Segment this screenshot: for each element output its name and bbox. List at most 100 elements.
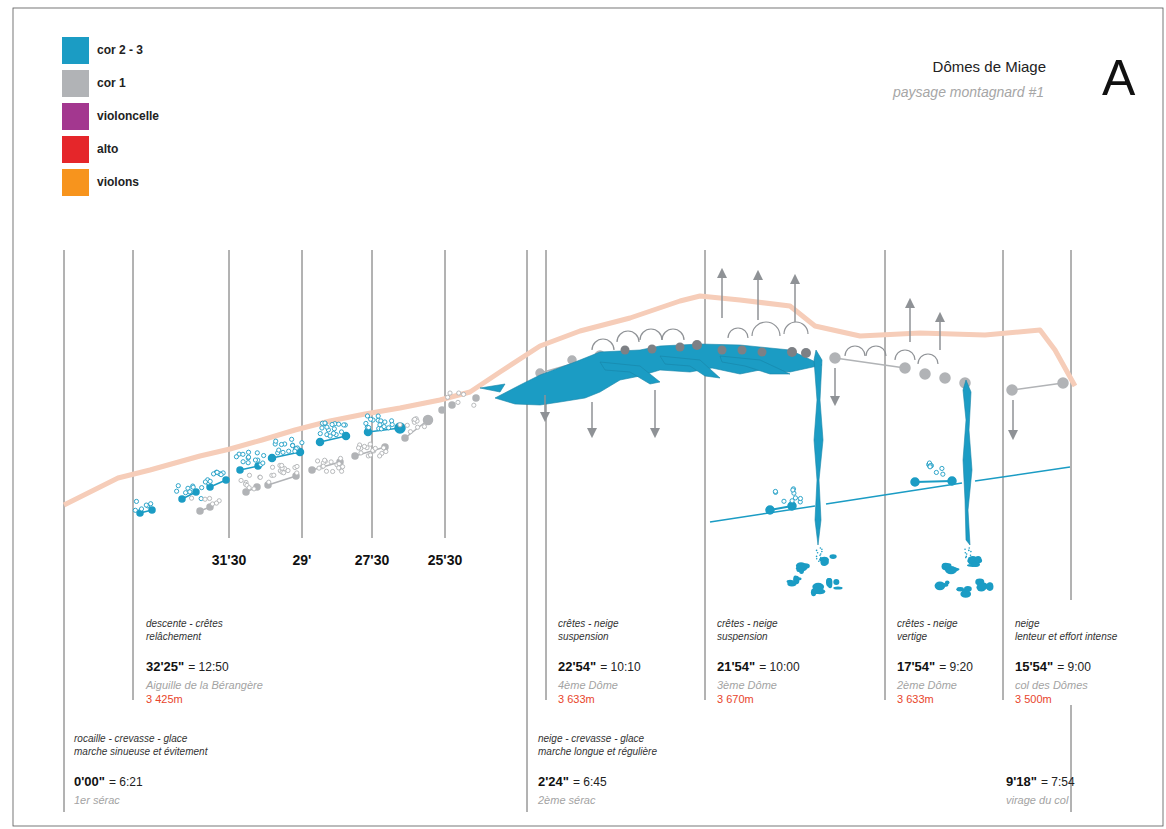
place-name: 1er sérac bbox=[74, 794, 120, 807]
time-tick: 27'30 bbox=[355, 552, 389, 568]
place-name: 2ème Dôme bbox=[897, 679, 957, 692]
note-circle bbox=[241, 460, 245, 464]
note-circle bbox=[318, 431, 322, 435]
note-circle bbox=[773, 489, 777, 493]
note-circle bbox=[262, 453, 266, 457]
clock-time: = 9:20 bbox=[939, 661, 973, 675]
note-circle bbox=[408, 430, 412, 434]
terrain-note: descente - crêtes bbox=[146, 618, 223, 630]
note-circle bbox=[332, 427, 336, 431]
note-circle bbox=[272, 473, 276, 477]
note-circle bbox=[782, 499, 786, 503]
note-circle bbox=[338, 456, 342, 460]
splash-blob bbox=[833, 586, 842, 589]
note-circle bbox=[368, 453, 372, 457]
splash-dot bbox=[817, 552, 819, 554]
note-circle bbox=[382, 425, 386, 429]
note-circle bbox=[798, 496, 802, 500]
note-circle bbox=[246, 461, 250, 465]
note-circle bbox=[337, 422, 341, 426]
note-circle bbox=[320, 426, 324, 430]
altitude: 3 500m bbox=[1015, 693, 1052, 706]
splash-blob bbox=[820, 559, 827, 566]
splash-dot bbox=[820, 557, 822, 559]
altitude: 3 425m bbox=[146, 693, 183, 706]
elapsed-time: 32'25" bbox=[146, 660, 184, 675]
note-circle bbox=[258, 475, 262, 479]
terrain-note: rocaille - crevasse - glace bbox=[74, 733, 187, 745]
note-circle bbox=[324, 469, 328, 473]
splash-dot bbox=[965, 557, 967, 559]
legend-swatch bbox=[62, 169, 89, 196]
time-tick: 31'30 bbox=[212, 552, 246, 568]
splash-dot bbox=[967, 560, 969, 562]
note-circle bbox=[367, 425, 371, 429]
note-circle bbox=[203, 497, 207, 501]
note-circle bbox=[277, 448, 281, 452]
note-circle bbox=[405, 423, 409, 427]
note-circle bbox=[791, 488, 795, 492]
note-circle bbox=[446, 395, 450, 399]
note-circle bbox=[448, 391, 452, 395]
note-circle bbox=[295, 471, 299, 475]
note-circle bbox=[175, 489, 179, 493]
note-clusters bbox=[133, 391, 945, 512]
clock-time: = 6:45 bbox=[573, 776, 607, 790]
mood-note: relâchement bbox=[146, 631, 201, 643]
mood-note: suspension bbox=[717, 631, 768, 643]
note-circle bbox=[383, 420, 387, 424]
phrase-arcs bbox=[592, 322, 938, 364]
splash-blob bbox=[971, 562, 979, 567]
note-circle bbox=[188, 490, 192, 494]
place-name: col des Dômes bbox=[1015, 679, 1088, 692]
note-circle bbox=[287, 449, 291, 453]
splash-dot bbox=[970, 554, 972, 556]
note-circle bbox=[382, 446, 386, 450]
time-tick: 25'30 bbox=[428, 552, 462, 568]
note-circle bbox=[295, 464, 299, 468]
elapsed-time: 2'24" bbox=[538, 775, 569, 790]
splash-dot bbox=[816, 550, 818, 552]
note-circle bbox=[183, 491, 187, 495]
note-circle bbox=[215, 470, 219, 474]
terrain-note: crêtes - neige bbox=[897, 618, 958, 630]
note-circle bbox=[252, 487, 256, 491]
note-circle bbox=[342, 423, 346, 427]
note-circle bbox=[934, 470, 938, 474]
note-circle bbox=[398, 423, 402, 427]
place-name: 2ème sérac bbox=[538, 794, 595, 807]
note-circle bbox=[267, 480, 271, 484]
note-circle bbox=[456, 400, 460, 404]
note-circle bbox=[472, 403, 476, 407]
splash-dot bbox=[970, 551, 972, 553]
note-circle bbox=[210, 502, 214, 506]
note-circle bbox=[329, 460, 333, 464]
note-circle bbox=[261, 461, 265, 465]
note-circle bbox=[203, 480, 207, 484]
splash-dot bbox=[821, 551, 823, 553]
clock-time: = 10:00 bbox=[759, 661, 799, 675]
note-circle bbox=[368, 442, 372, 446]
splash-dot bbox=[966, 553, 968, 555]
melody-dots bbox=[621, 340, 812, 358]
splash-dot bbox=[968, 550, 970, 552]
note-circle bbox=[274, 439, 278, 443]
note-circle bbox=[239, 478, 243, 482]
note-circle bbox=[207, 496, 211, 500]
splash-dot bbox=[964, 548, 966, 550]
note-circle bbox=[323, 458, 327, 462]
cor23-chains bbox=[137, 423, 1070, 522]
note-circle bbox=[290, 437, 294, 441]
terrain-note: neige bbox=[1015, 618, 1039, 630]
place-name: virage du col bbox=[1006, 794, 1068, 807]
splash-dot bbox=[820, 559, 822, 561]
note-circle bbox=[255, 451, 259, 455]
note-circle bbox=[241, 452, 245, 456]
note-circle bbox=[144, 503, 148, 507]
note-circle bbox=[940, 466, 944, 470]
note-circle bbox=[279, 442, 283, 446]
splash-blob bbox=[942, 563, 951, 568]
note-circle bbox=[246, 450, 250, 454]
note-circle bbox=[290, 443, 294, 447]
